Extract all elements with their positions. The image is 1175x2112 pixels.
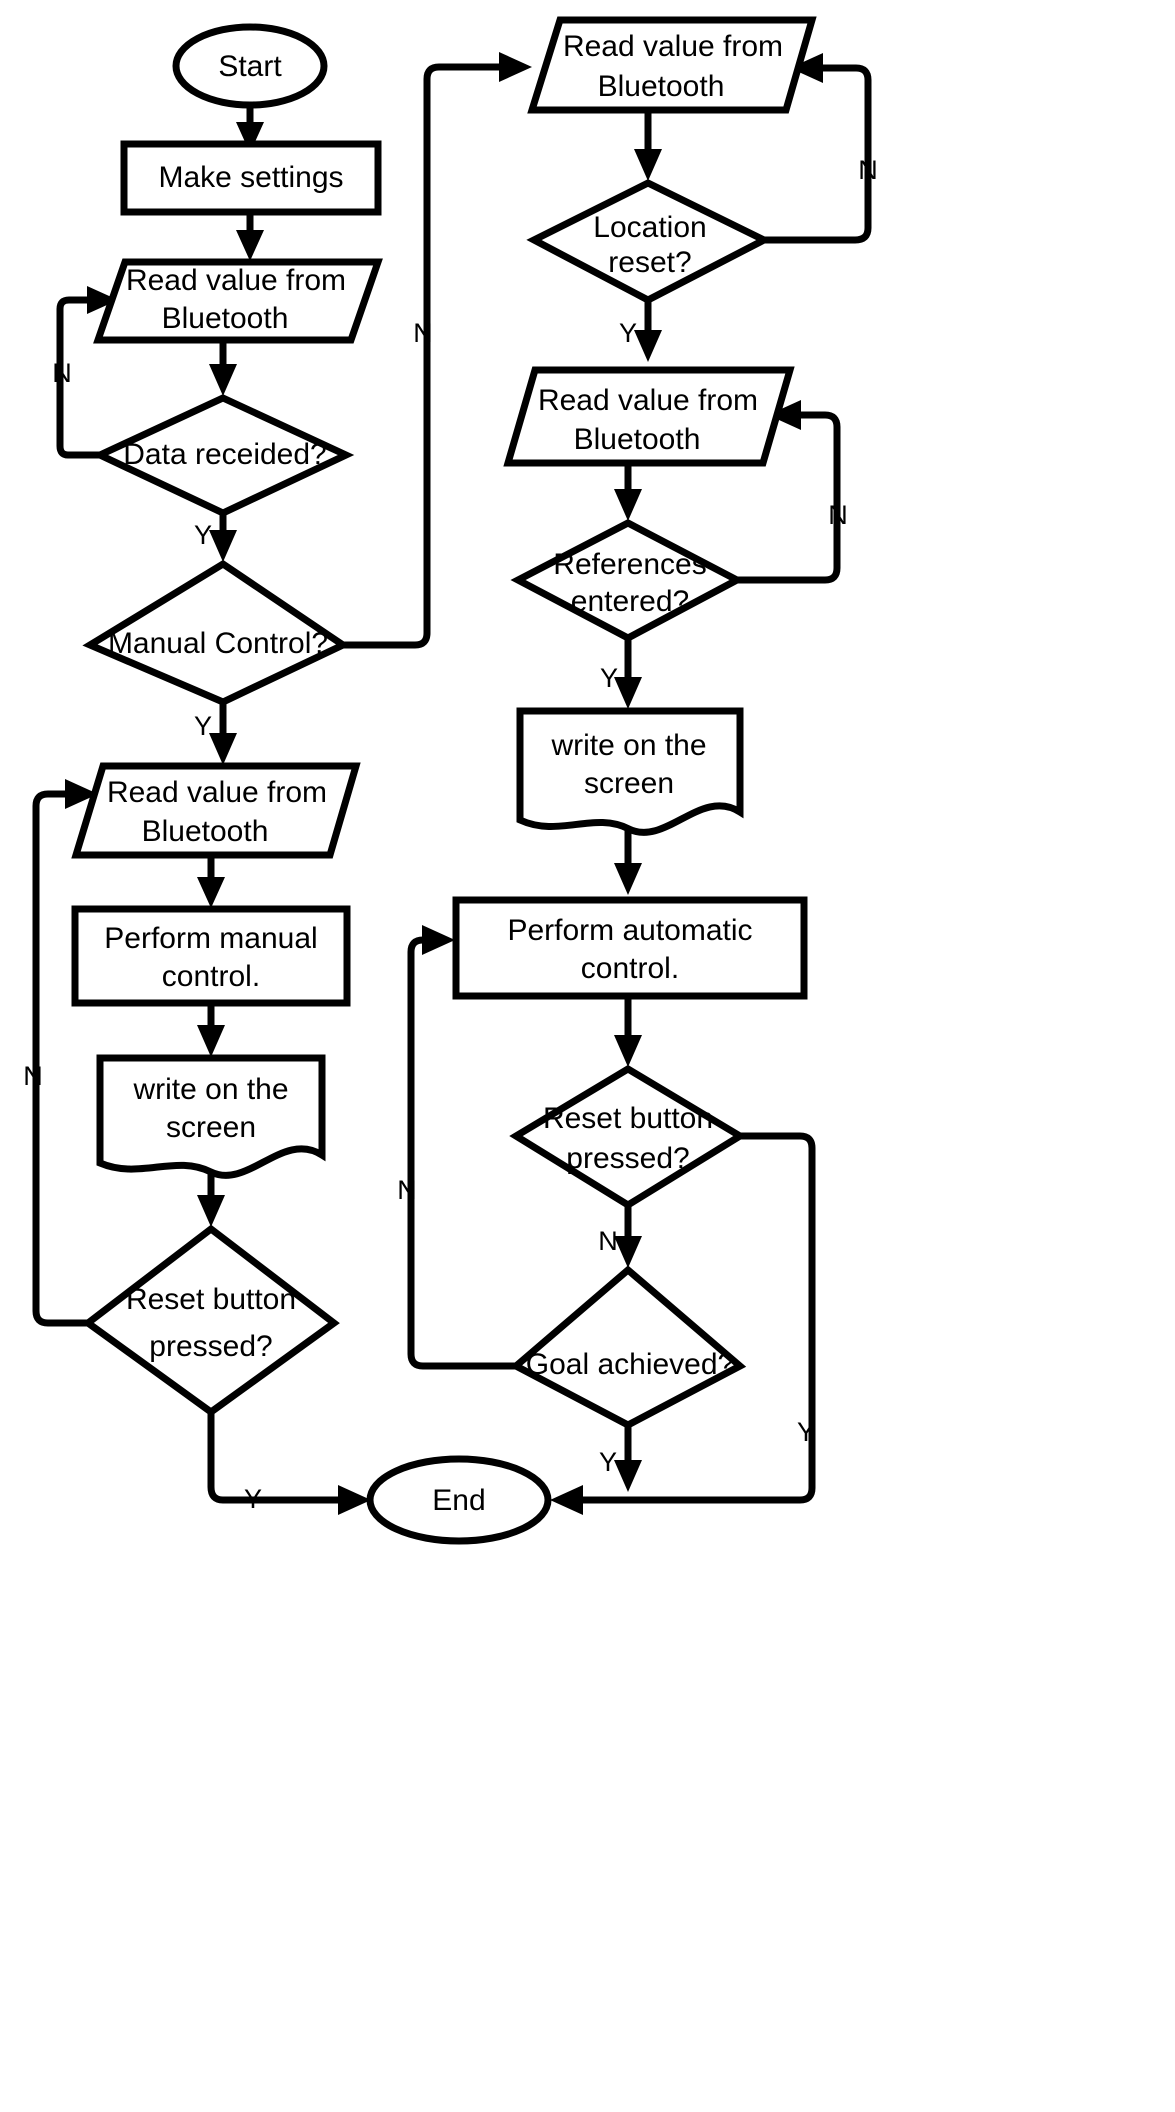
edge-perform-manual-to-write	[197, 1003, 225, 1057]
edge-location-reset-no-loop	[764, 53, 872, 244]
edge-label-location-reset-yes: Y	[619, 318, 637, 348]
edge-manual-control-no	[343, 52, 532, 649]
node-read-bt-1-line1: Read value from	[126, 264, 346, 297]
node-manual-control[interactable]: Manual Control?	[82, 559, 351, 706]
node-end[interactable]: End	[366, 1455, 552, 1545]
node-read-bt-manual[interactable]: Read value from Bluetooth	[71, 762, 361, 859]
node-reset-button-auto-line2: pressed?	[566, 1142, 689, 1175]
node-references-entered-line2: entered?	[571, 585, 689, 618]
edge-label-goal-yes: Y	[599, 1447, 617, 1477]
edge-reset-manual-no-loop	[32, 779, 98, 1327]
edge-label-data-received-yes: Y	[194, 520, 212, 550]
node-location-reset-line1: Location	[593, 211, 706, 244]
node-read-bt-1[interactable]: Read value from Bluetooth	[93, 258, 383, 344]
edge-reset-auto-no	[614, 1205, 642, 1268]
node-data-received[interactable]: Data receided?	[91, 394, 355, 517]
edge-label-location-reset-no: N	[858, 155, 878, 185]
node-reset-button-manual-line2: pressed?	[149, 1330, 272, 1363]
node-write-screen-auto[interactable]: write on the screen	[516, 707, 744, 836]
node-write-screen-manual-line1: write on the	[132, 1073, 288, 1106]
node-manual-control-label: Manual Control?	[108, 627, 328, 660]
edge-perform-auto-to-reset-auto	[614, 996, 642, 1067]
node-make-settings[interactable]: Make settings	[120, 140, 382, 216]
edge-make-settings-to-read-bt1	[236, 211, 264, 261]
edge-label-reset-auto-no: N	[598, 1226, 618, 1256]
node-start-label: Start	[218, 50, 282, 83]
node-write-screen-manual[interactable]: write on the screen	[96, 1054, 326, 1179]
node-read-bt-manual-line2: Bluetooth	[142, 815, 269, 848]
node-write-screen-manual-line2: screen	[166, 1111, 256, 1144]
edge-location-reset-yes	[634, 300, 662, 362]
node-read-bt-ref[interactable]: Read value from Bluetooth	[503, 366, 795, 467]
node-goal-achieved-label: Goal achieved?	[526, 1348, 734, 1381]
edge-data-received-yes	[209, 513, 237, 562]
edge-references-no-loop	[737, 400, 841, 584]
edge-reset-manual-yes-to-end	[207, 1412, 371, 1515]
edge-label-reset-manual-yes: Y	[244, 1484, 262, 1514]
node-write-screen-auto-line1: write on the	[550, 729, 706, 762]
edge-reset-auto-yes-to-end	[550, 1132, 816, 1515]
node-data-received-label: Data receided?	[123, 438, 326, 471]
edge-label-goal-no: N	[397, 1175, 417, 1205]
node-read-bt-ref-line2: Bluetooth	[574, 423, 701, 456]
edge-label-data-received-no: N	[52, 358, 72, 388]
edge-start-to-make-settings	[236, 104, 264, 153]
edge-references-yes	[614, 638, 642, 709]
node-location-reset-line2: reset?	[608, 246, 691, 279]
node-goal-achieved[interactable]: Goal achieved?	[509, 1265, 747, 1429]
node-perform-manual[interactable]: Perform manual control.	[71, 905, 351, 1007]
node-reset-button-auto[interactable]: Reset button pressed?	[509, 1064, 747, 1210]
node-start[interactable]: Start	[172, 23, 328, 109]
edge-goal-no-loop	[407, 925, 516, 1370]
node-read-bt-loc-line2: Bluetooth	[598, 70, 725, 103]
node-reset-button-manual-line1: Reset button	[126, 1283, 296, 1316]
node-reset-button-manual[interactable]: Reset button pressed?	[82, 1224, 340, 1417]
edge-read-bt1-to-data-received	[209, 340, 237, 396]
edge-label-references-no: N	[828, 500, 848, 530]
node-read-bt-loc[interactable]: Read value from Bluetooth	[527, 16, 817, 114]
edge-label-references-yes: Y	[600, 663, 618, 693]
node-references-entered[interactable]: References entered?	[510, 519, 745, 642]
edge-goal-yes-to-end	[614, 1425, 642, 1492]
node-reset-button-auto-line1: Reset button	[543, 1102, 713, 1135]
node-end-label: End	[432, 1484, 485, 1517]
node-make-settings-label: Make settings	[158, 161, 343, 194]
node-perform-auto-line1: Perform automatic	[507, 914, 752, 947]
edge-manual-control-yes	[209, 702, 237, 765]
edge-label-reset-auto-yes: Y	[797, 1417, 815, 1447]
node-read-bt-loc-line1: Read value from	[563, 30, 783, 63]
edge-read-bt-ref-to-references	[614, 463, 642, 521]
edge-data-received-no-loop	[56, 286, 118, 459]
edge-label-reset-manual-no: N	[23, 1061, 43, 1091]
node-perform-auto[interactable]: Perform automatic control.	[452, 896, 808, 1000]
node-perform-auto-line2: control.	[581, 952, 679, 985]
node-location-reset[interactable]: Location reset?	[526, 179, 772, 304]
edge-read-bt-loc-to-location-reset	[634, 110, 662, 181]
node-perform-manual-line1: Perform manual	[104, 922, 317, 955]
edge-label-manual-control-yes: Y	[194, 711, 212, 741]
node-read-bt-1-line2: Bluetooth	[162, 302, 289, 335]
node-perform-manual-line2: control.	[162, 960, 260, 993]
edge-read-bt-manual-to-perform	[197, 855, 225, 908]
edge-label-manual-control-no: N	[413, 318, 433, 348]
node-read-bt-ref-line1: Read value from	[538, 384, 758, 417]
node-write-screen-auto-line2: screen	[584, 767, 674, 800]
node-references-entered-line1: References	[553, 548, 706, 581]
node-read-bt-manual-line1: Read value from	[107, 776, 327, 809]
